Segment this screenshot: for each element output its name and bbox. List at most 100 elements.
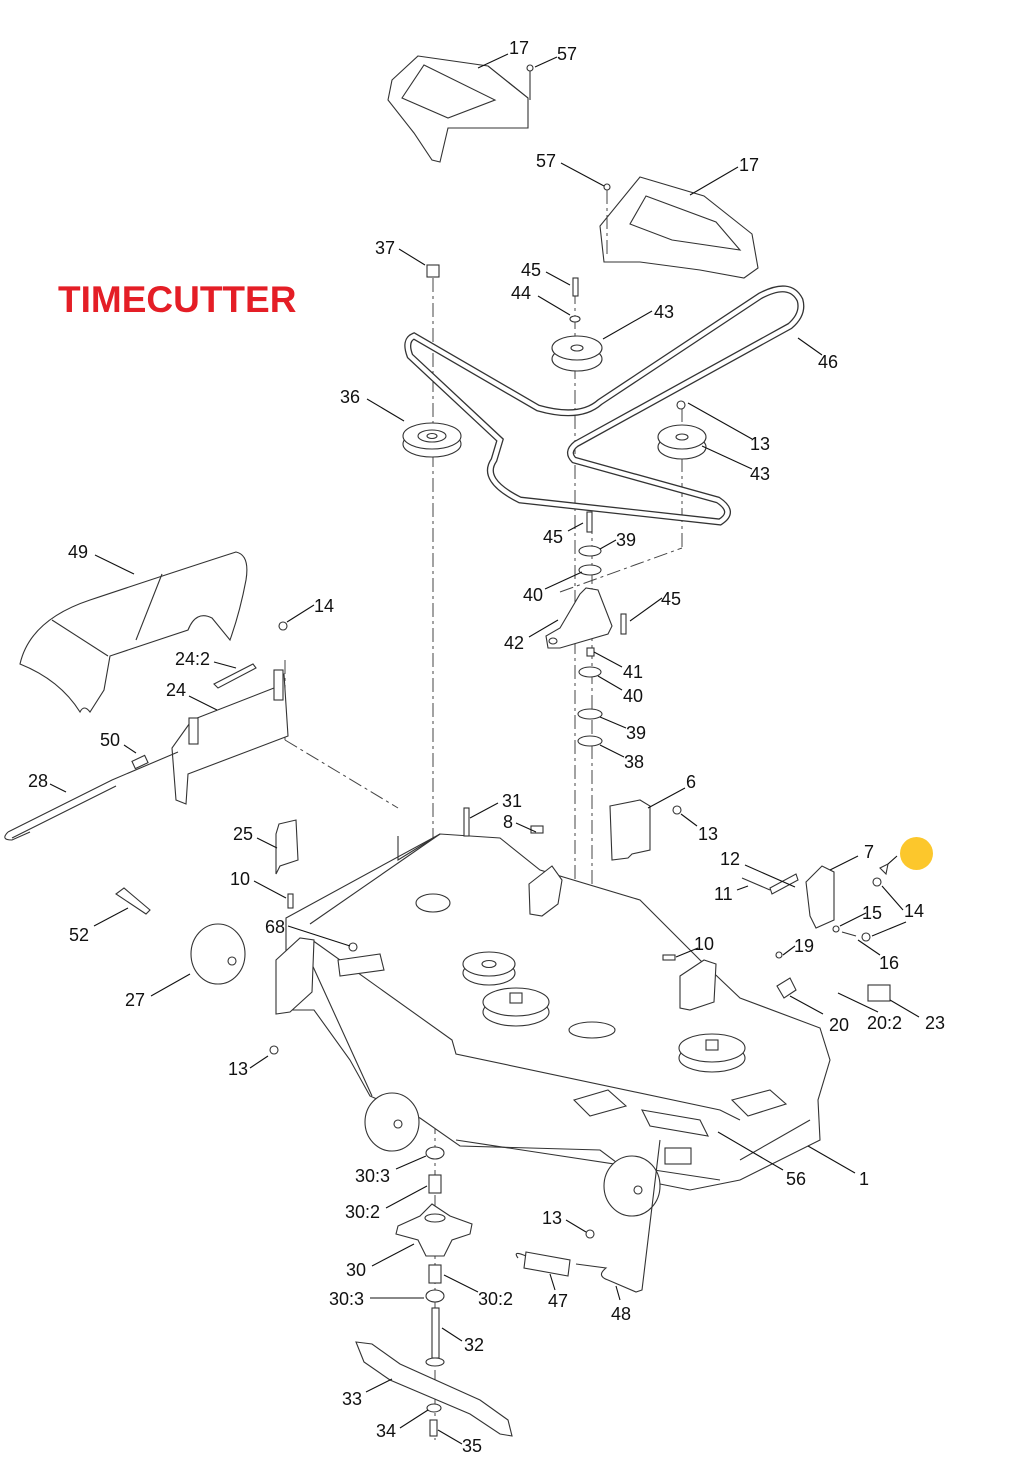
spacer-30-2b[interactable] [428, 1264, 442, 1284]
callout-12[interactable]: 12 [720, 849, 740, 869]
washer-40a[interactable] [578, 564, 602, 576]
callout-30-3[interactable]: 30:3 [355, 1166, 390, 1186]
bolt-31[interactable] [463, 807, 470, 837]
callout-19[interactable]: 19 [794, 936, 814, 956]
bracket-6[interactable] [609, 799, 651, 861]
blade-33[interactable] [355, 1341, 513, 1437]
washer-38[interactable] [577, 735, 603, 747]
washer-39a[interactable] [578, 545, 602, 557]
nut-13d[interactable] [585, 1229, 595, 1239]
rod-28[interactable] [4, 751, 179, 841]
nut-13c[interactable] [269, 1045, 279, 1055]
bolt-45c[interactable] [620, 613, 627, 635]
callout-30-3[interactable]: 30:3 [329, 1289, 364, 1309]
pin-8[interactable] [530, 825, 544, 834]
callout-40[interactable]: 40 [623, 686, 643, 706]
callout-6[interactable]: 6 [686, 772, 696, 792]
belt-cover-left[interactable] [387, 55, 529, 163]
callout-43[interactable]: 43 [654, 302, 674, 322]
spindle-housing-30[interactable] [395, 1203, 473, 1257]
idler-pulley-43b[interactable] [657, 424, 707, 460]
pin-12[interactable] [769, 873, 799, 895]
spring-50[interactable] [131, 754, 149, 770]
spindle-pulley-left[interactable] [462, 951, 516, 986]
callout-35[interactable]: 35 [462, 1436, 482, 1456]
callout-45[interactable]: 45 [521, 260, 541, 280]
callout-10[interactable]: 10 [230, 869, 250, 889]
nut-37[interactable] [426, 264, 440, 278]
callout-13[interactable]: 13 [228, 1059, 248, 1079]
bearing-30-3b[interactable] [425, 1289, 445, 1303]
caster-wheel-front-left[interactable] [364, 1092, 420, 1152]
callout-37[interactable]: 37 [375, 238, 395, 258]
callout-30[interactable]: 30 [346, 1260, 366, 1280]
callout-23[interactable]: 23 [925, 1013, 945, 1033]
callout-7[interactable]: 7 [864, 842, 874, 862]
bolt-45a[interactable] [572, 277, 579, 297]
nut-14c[interactable] [861, 932, 871, 942]
callout-34[interactable]: 34 [376, 1421, 396, 1441]
callout-49[interactable]: 49 [68, 542, 88, 562]
callout-41[interactable]: 41 [623, 662, 643, 682]
callout-32[interactable]: 32 [464, 1335, 484, 1355]
callout-15[interactable]: 15 [862, 903, 882, 923]
callout-28[interactable]: 28 [28, 771, 48, 791]
wheel-bracket-plate[interactable] [275, 937, 315, 1015]
bolt-35[interactable] [429, 1419, 438, 1437]
callout-24-2[interactable]: 24:2 [175, 649, 210, 669]
callout-57[interactable]: 57 [536, 151, 556, 171]
nut-14b[interactable] [872, 877, 882, 887]
grease-19[interactable] [775, 951, 783, 959]
callout-17[interactable]: 17 [509, 38, 529, 58]
belt-cover-right[interactable] [599, 176, 759, 279]
callout-1[interactable]: 1 [859, 1169, 869, 1189]
callout-16[interactable]: 16 [879, 953, 899, 973]
bearing-30-3a[interactable] [425, 1146, 445, 1160]
mower-deck-1[interactable] [285, 833, 831, 1191]
spring-47[interactable] [515, 1251, 571, 1277]
callout-20[interactable]: 20 [829, 1015, 849, 1035]
callout-24[interactable]: 24 [166, 680, 186, 700]
callout-57[interactable]: 57 [557, 44, 577, 64]
callout-10[interactable]: 10 [694, 934, 714, 954]
shaft-32[interactable] [425, 1307, 445, 1367]
washer-44[interactable] [569, 315, 581, 323]
washer-34[interactable] [426, 1403, 442, 1413]
bolt-10a[interactable] [287, 893, 294, 909]
bolt-16[interactable] [841, 931, 857, 937]
spindle-pulley-center[interactable] [482, 987, 550, 1027]
callout-46[interactable]: 46 [818, 352, 838, 372]
callout-13[interactable]: 13 [698, 824, 718, 844]
spindle-pulley-right[interactable] [678, 1033, 746, 1073]
callout-45[interactable]: 45 [543, 527, 563, 547]
pin-11[interactable] [741, 877, 771, 891]
wheel-27[interactable] [190, 923, 246, 985]
callout-30-2[interactable]: 30:2 [478, 1289, 513, 1309]
callout-42[interactable]: 42 [504, 633, 524, 653]
callout-25[interactable]: 25 [233, 824, 253, 844]
callout-38[interactable]: 38 [624, 752, 644, 772]
fitting-20[interactable] [776, 977, 797, 999]
callout-48[interactable]: 48 [611, 1304, 631, 1324]
callout-13[interactable]: 13 [542, 1208, 562, 1228]
bracket-center[interactable] [528, 865, 563, 917]
callout-17[interactable]: 17 [739, 155, 759, 175]
pin-52[interactable] [115, 887, 151, 915]
callout-33[interactable]: 33 [342, 1389, 362, 1409]
nut-13a[interactable] [676, 400, 686, 410]
bolt-45b[interactable] [586, 511, 593, 533]
spacer-41[interactable] [586, 647, 595, 657]
callout-39[interactable]: 39 [626, 723, 646, 743]
deflector-bracket-24[interactable] [171, 669, 289, 805]
callout-36[interactable]: 36 [340, 387, 360, 407]
callout-40[interactable]: 40 [523, 585, 543, 605]
rod-48[interactable] [575, 1139, 661, 1293]
callout-20-2[interactable]: 20:2 [867, 1013, 902, 1033]
idler-arm-42[interactable] [545, 587, 613, 649]
fitting-23[interactable] [867, 984, 891, 1002]
callout-44[interactable]: 44 [511, 283, 531, 303]
bracket-7[interactable] [805, 865, 835, 929]
screw-57b[interactable] [603, 183, 611, 258]
nut-68[interactable] [348, 942, 358, 952]
idler-pulley-43a[interactable] [551, 335, 603, 372]
